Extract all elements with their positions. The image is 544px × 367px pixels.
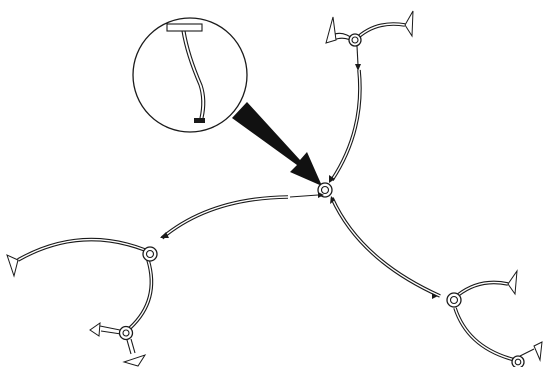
lr-lower-arc — [455, 308, 515, 360]
upper-right-branch — [326, 11, 413, 183]
ur-right-funnel — [405, 11, 413, 36]
left-down-curve — [130, 260, 151, 328]
ur-left-funnel — [326, 17, 336, 43]
zoom-lens — [133, 18, 247, 132]
left-bottom-funnel-2 — [124, 355, 145, 366]
ur-node — [349, 34, 361, 46]
left-node — [143, 247, 157, 261]
lr-curve — [332, 198, 440, 296]
left-far-funnel — [7, 255, 18, 276]
lr-right-funnel — [508, 271, 517, 294]
lens-bottom-block — [194, 118, 205, 123]
left-lower-node — [120, 327, 133, 340]
callout-arrow — [232, 102, 322, 186]
ur-upper-arc — [355, 24, 405, 40]
zoom-lens-circle — [133, 18, 247, 132]
lr-bottom-funnel — [534, 342, 542, 360]
left-bottom-funnel — [90, 323, 100, 336]
lr-node — [447, 293, 461, 307]
left-lower-arc — [18, 240, 145, 260]
lens-top-bar — [167, 24, 202, 31]
left-branch — [7, 192, 324, 366]
lr-upper-arc — [458, 282, 508, 295]
lr-bottom-node — [512, 356, 524, 367]
lower-right-branch — [330, 196, 542, 367]
left-upper-curve — [162, 197, 288, 238]
